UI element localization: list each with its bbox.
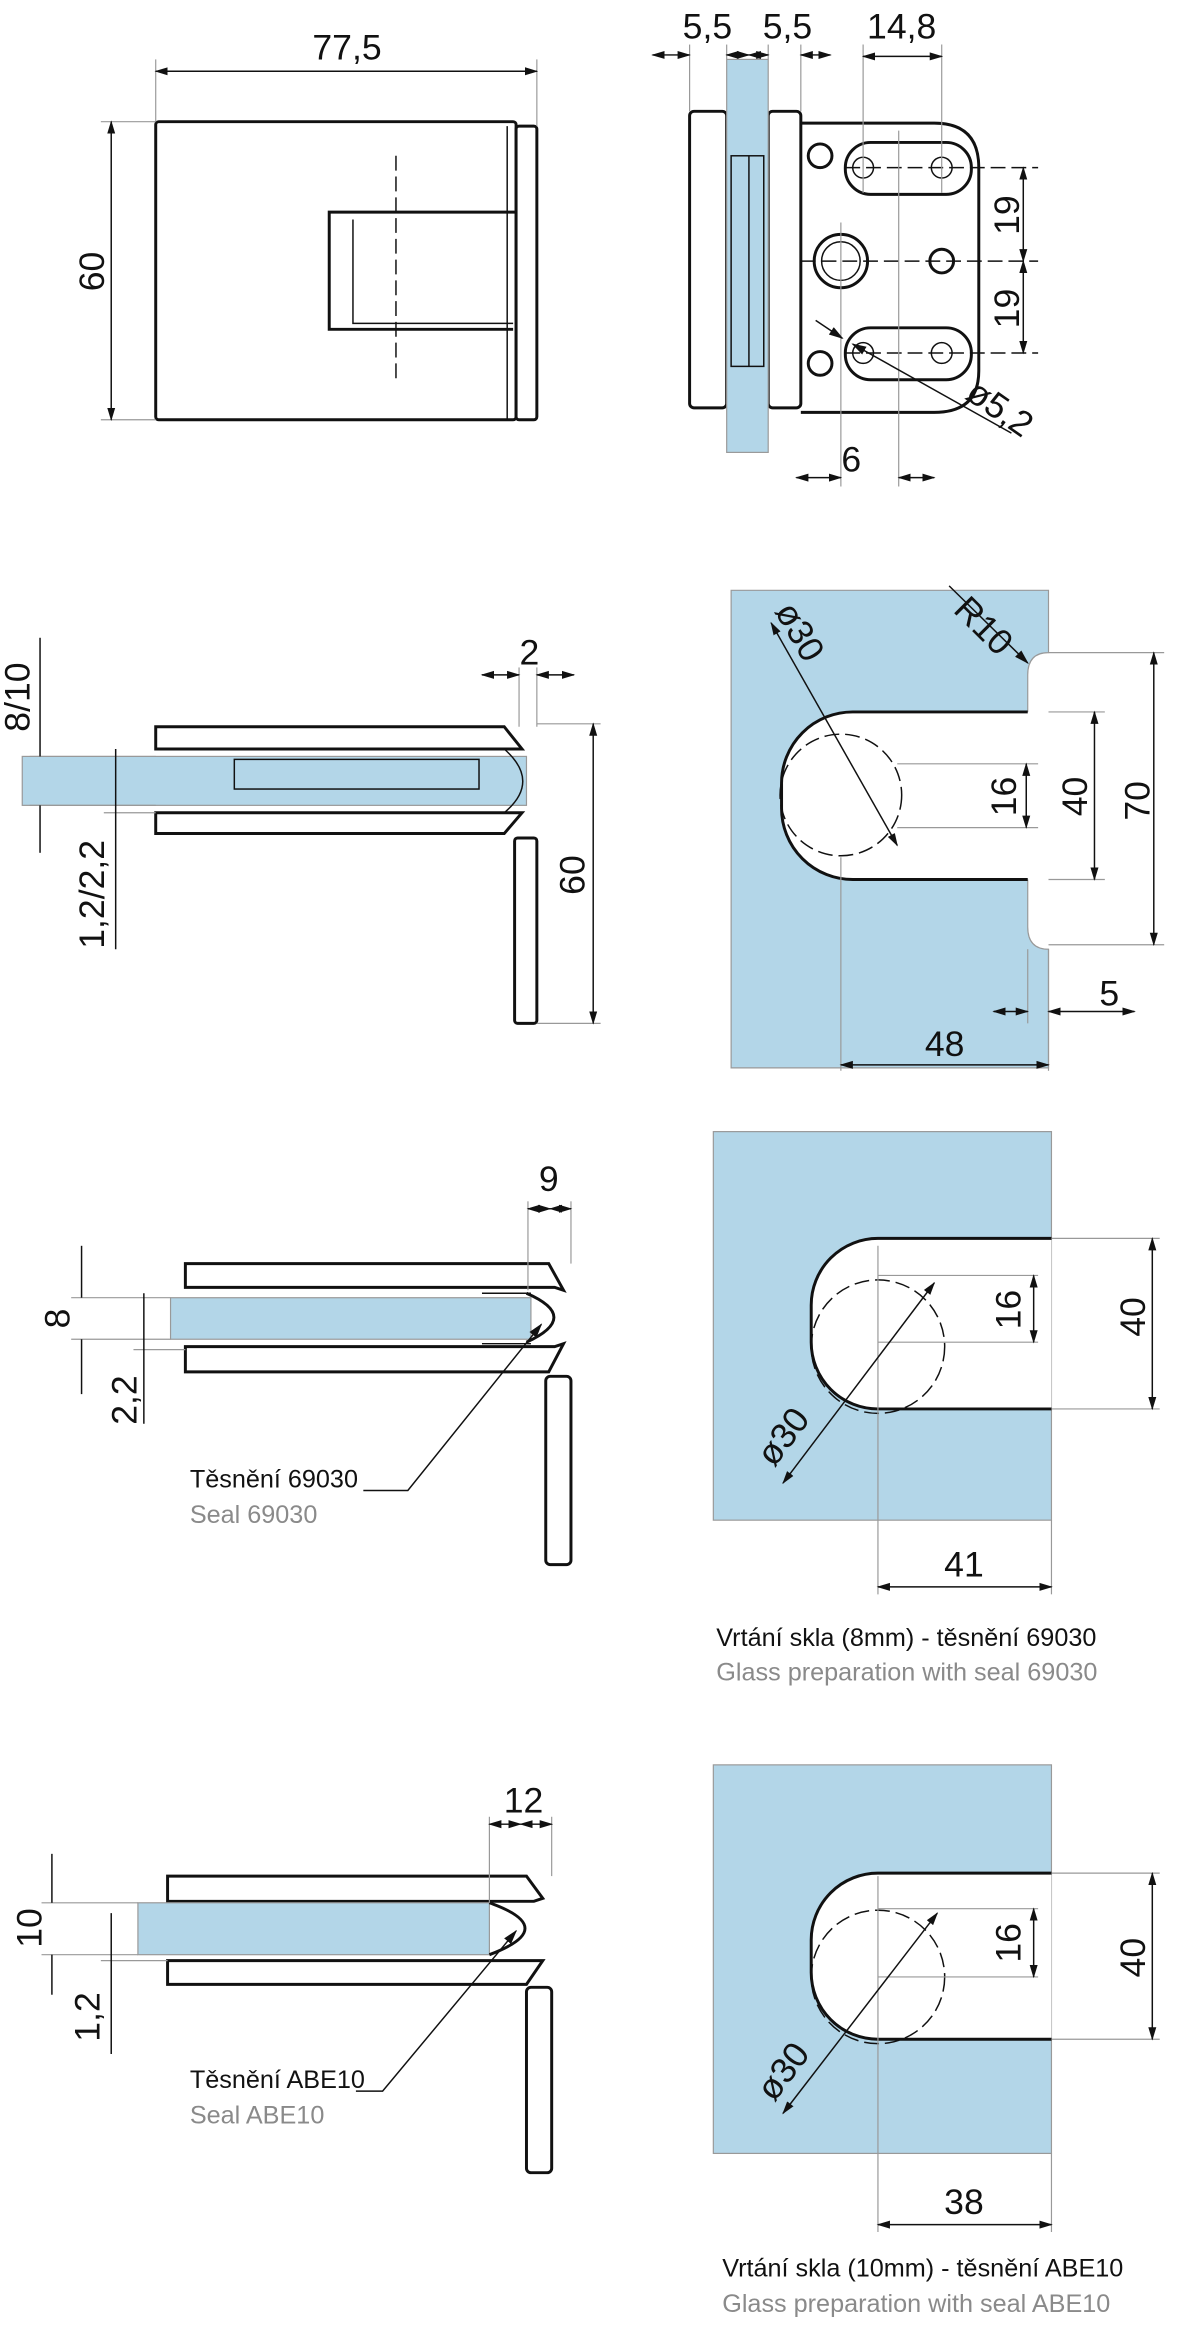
- dim-slot: 16: [988, 1923, 1028, 1963]
- dim-gap-left: 5,5: [683, 7, 732, 47]
- dim-gap-right: 5,5: [763, 7, 812, 47]
- dim-notch-height: 40: [1113, 1297, 1153, 1337]
- dim-hole-offset: 6: [841, 440, 861, 480]
- glass-prep-8mm: 16 40 41 ø30 Vrtání skla (8mm) - těsnění…: [712, 1131, 1160, 1686]
- dim-gasket: 1,2: [67, 1992, 107, 2041]
- dim-glass-thickness: 10: [10, 1908, 50, 1948]
- dim-depth: 38: [944, 2182, 984, 2222]
- dim-height: 60: [552, 855, 592, 895]
- dim-offset: 2: [520, 632, 540, 672]
- dim-width: 77,5: [312, 27, 381, 67]
- dim-total-height: 70: [1117, 781, 1157, 821]
- dim-spacing-bottom: 19: [987, 289, 1027, 329]
- section-main: 8/10 1,2/2,2 2 60: [0, 632, 601, 1025]
- dim-depth: 48: [925, 1024, 965, 1064]
- dim-slot: 16: [984, 777, 1024, 817]
- section-8mm: 8 2,2 9 Těsnění 69030 Seal 69030: [38, 1159, 573, 1567]
- dim-height: 60: [72, 252, 112, 292]
- dim-slot: 16: [988, 1290, 1028, 1330]
- dim-slot-length: 14,8: [867, 7, 936, 47]
- section-10mm: 10 1,2 12 Těsnění ABE10 Seal ABE10: [10, 1780, 554, 2175]
- front-view: 77,5 60: [72, 27, 539, 422]
- glass-prep-main: 16 40 70 48 5 R10 ø30: [730, 585, 1165, 1071]
- dim-glass-thickness: 8: [38, 1309, 78, 1329]
- dim-offset: 12: [504, 1780, 544, 1820]
- seal-label-en: Seal ABE10: [190, 2102, 325, 2130]
- dim-notch-height: 40: [1113, 1938, 1153, 1978]
- dim-recess: 5: [1099, 974, 1119, 1014]
- seal-label-en: Seal 69030: [190, 1501, 318, 1529]
- caption-cz: Vrtání skla (10mm) - těsnění ABE10: [722, 2255, 1123, 2283]
- caption-en: Glass preparation with seal 69030: [716, 1658, 1097, 1686]
- dim-glass-thickness: 8/10: [0, 662, 38, 731]
- dim-gasket: 1,2/2,2: [72, 840, 112, 949]
- seal-label-cz: Těsnění ABE10: [190, 2066, 365, 2094]
- seal-label-cz: Těsnění 69030: [190, 1466, 358, 1494]
- dim-depth: 41: [944, 1545, 984, 1585]
- caption-cz: Vrtání skla (8mm) - těsnění 69030: [716, 1624, 1096, 1652]
- dim-offset: 9: [539, 1159, 559, 1199]
- dim-hole-diameter: ø5,2: [959, 371, 1040, 445]
- caption-en: Glass preparation with seal ABE10: [722, 2290, 1110, 2318]
- dim-notch-height: 40: [1055, 777, 1095, 817]
- side-view: 5,5 5,5 14,8 19 19 6 ø5,2: [651, 7, 1041, 487]
- glass-prep-10mm: 16 40 38 ø30 Vrtání skla (10mm) - těsněn…: [712, 1764, 1160, 2318]
- dim-spacing-top: 19: [987, 195, 1027, 235]
- dim-gasket: 2,2: [104, 1375, 144, 1424]
